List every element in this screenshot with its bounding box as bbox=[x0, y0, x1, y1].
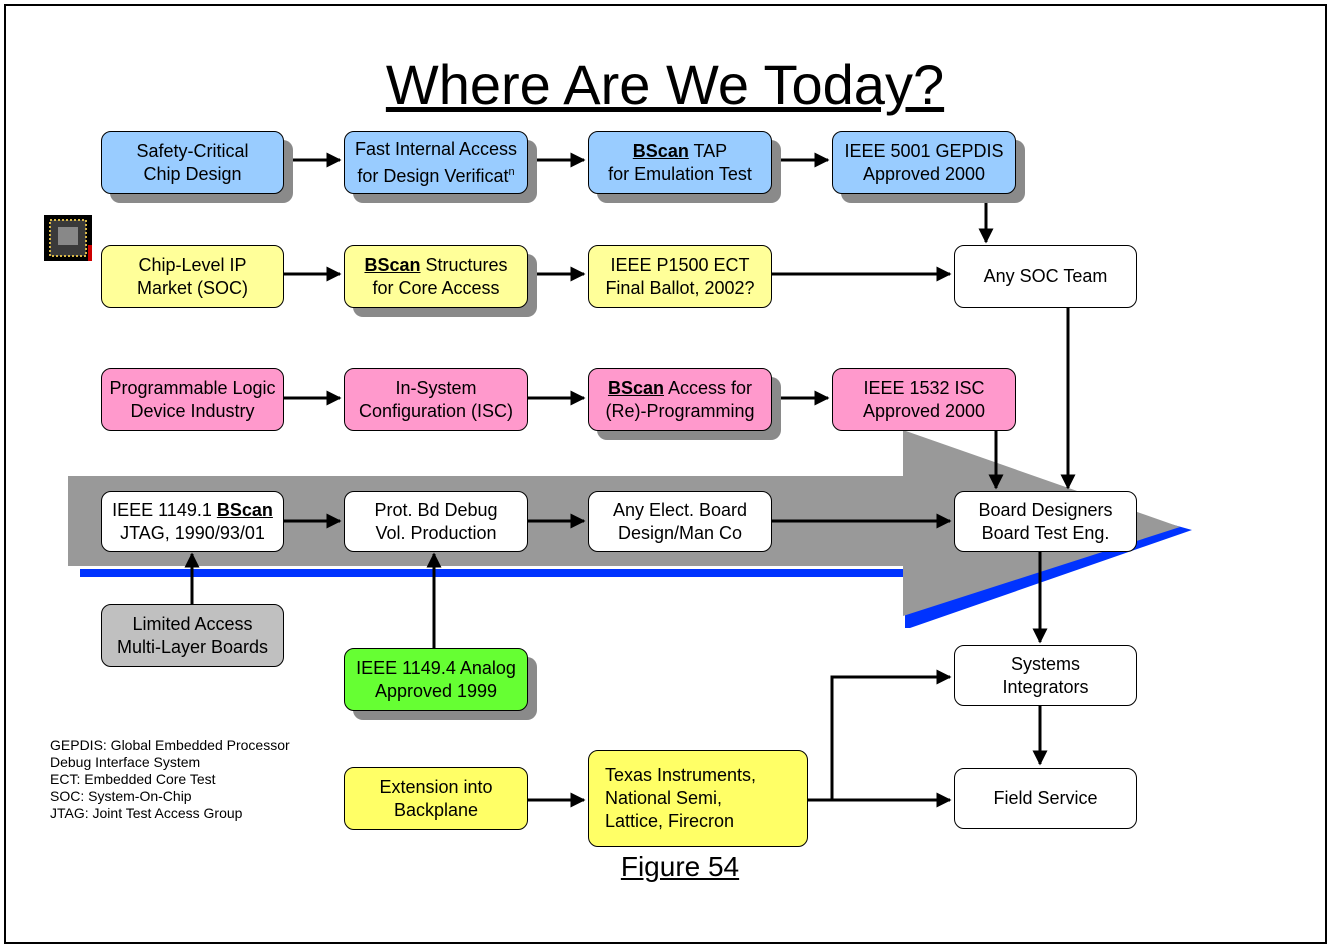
box-line: IEEE 1149.4 Analog bbox=[356, 657, 516, 678]
box-bscan-access: BScan Access for (Re)-Programming bbox=[588, 368, 772, 431]
box-line: Backplane bbox=[393, 799, 479, 820]
chip-icon bbox=[44, 215, 92, 261]
box-line: (Re)-Programming bbox=[605, 400, 755, 421]
box-ieee-5001: IEEE 5001 GEPDIS Approved 2000 bbox=[832, 131, 1016, 194]
slide-title: Where Are We Today? bbox=[385, 53, 945, 116]
box-line: Approved 1999 bbox=[374, 680, 498, 701]
box-systems-integrators: Systems Integrators bbox=[954, 645, 1137, 706]
box-vendors: Texas Instruments, National Semi, Lattic… bbox=[588, 750, 808, 847]
box-line: Final Ballot, 2002? bbox=[605, 277, 755, 298]
box-line: Board Test Eng. bbox=[981, 522, 1110, 543]
box-line: Systems bbox=[1010, 653, 1080, 674]
box-line: for Emulation Test bbox=[608, 163, 752, 184]
bscan-label: BScan bbox=[632, 140, 689, 161]
superscript: n bbox=[508, 165, 515, 178]
legend-line: Debug Interface System bbox=[50, 754, 201, 770]
box-line: Market (SOC) bbox=[136, 277, 248, 298]
legend-line: ECT: Embedded Core Test bbox=[50, 771, 216, 787]
bscan-label: BScan bbox=[216, 499, 273, 520]
box-line: Vol. Production bbox=[375, 522, 497, 543]
box-in-system-config: In-System Configuration (ISC) bbox=[344, 368, 528, 431]
box-line: IEEE P1500 ECT bbox=[610, 254, 750, 275]
box-prot-bd-debug: Prot. Bd Debug Vol. Production bbox=[344, 491, 528, 552]
box-line: Programmable Logic bbox=[109, 377, 276, 398]
box-line: Texas Instruments, bbox=[605, 765, 757, 785]
bscan-label: BScan bbox=[607, 377, 664, 398]
box-bscan-tap: BScan TAP for Emulation Test bbox=[588, 131, 772, 194]
box-line: Integrators bbox=[1002, 676, 1089, 697]
box-line: Lattice, Firecron bbox=[605, 811, 735, 831]
box-line: BScan Structures bbox=[364, 254, 507, 277]
box-line: for Design Verificatn bbox=[357, 161, 514, 188]
box-line: National Semi, bbox=[605, 788, 723, 808]
box-board-designers: Board Designers Board Test Eng. bbox=[954, 491, 1137, 552]
box-line: Multi-Layer Boards bbox=[116, 636, 269, 657]
box-ieee-1149-4: IEEE 1149.4 Analog Approved 1999 bbox=[344, 648, 528, 711]
box-line: Safety-Critical bbox=[136, 140, 249, 161]
box-ieee-p1500: IEEE P1500 ECT Final Ballot, 2002? bbox=[588, 245, 772, 308]
box-line: In-System bbox=[395, 377, 477, 398]
box-line: Board Designers bbox=[978, 499, 1113, 520]
legend-line: SOC: System-On-Chip bbox=[50, 788, 192, 804]
box-programmable-logic: Programmable Logic Device Industry bbox=[101, 368, 284, 431]
box-any-elect-board: Any Elect. Board Design/Man Co bbox=[588, 491, 772, 552]
box-fast-internal-access: Fast Internal Access for Design Verifica… bbox=[344, 131, 528, 194]
box-text: for Design Verificat bbox=[357, 165, 509, 186]
box-line: Device Industry bbox=[130, 400, 255, 421]
box-ieee-1532: IEEE 1532 ISC Approved 2000 bbox=[832, 368, 1016, 431]
bscan-label: BScan bbox=[364, 254, 421, 275]
box-line: for Core Access bbox=[372, 277, 500, 298]
box-limited-access: Limited Access Multi-Layer Boards bbox=[101, 604, 284, 667]
box-extension-backplane: Extension into Backplane bbox=[344, 767, 528, 830]
box-safety-critical: Safety-Critical Chip Design bbox=[101, 131, 284, 194]
box-line: IEEE 5001 GEPDIS bbox=[844, 140, 1004, 161]
box-line: Limited Access bbox=[132, 613, 253, 634]
box-line: Design/Man Co bbox=[617, 522, 743, 543]
legend-line: GEPDIS: Global Embedded Processor bbox=[50, 737, 290, 753]
legend-line: JTAG: Joint Test Access Group bbox=[50, 805, 243, 821]
box-line: BScan Access for bbox=[608, 377, 752, 400]
box-ieee-1149-1: IEEE 1149.1 BScan JTAG, 1990/93/01 bbox=[101, 491, 284, 552]
box-bscan-structures: BScan Structures for Core Access bbox=[344, 245, 528, 308]
box-text: TAP bbox=[688, 140, 728, 161]
box-line: IEEE 1149.1 BScan bbox=[112, 499, 273, 522]
box-line: Extension into bbox=[379, 776, 493, 797]
box-line: BScan TAP bbox=[633, 140, 727, 163]
box-line: Any Elect. Board bbox=[612, 499, 748, 520]
box-line: Configuration (ISC) bbox=[358, 400, 514, 421]
box-line: Approved 2000 bbox=[862, 163, 986, 184]
box-line: Field Service bbox=[993, 788, 1098, 808]
box-text: Access for bbox=[664, 377, 753, 398]
figure-caption: Figure 54 bbox=[620, 851, 740, 882]
box-chip-level-ip: Chip-Level IP Market (SOC) bbox=[101, 245, 284, 308]
box-field-service: Field Service bbox=[954, 768, 1137, 829]
box-line: Prot. Bd Debug bbox=[374, 499, 498, 520]
box-text: Structures bbox=[420, 254, 508, 275]
box-any-soc-team: Any SOC Team bbox=[954, 245, 1137, 308]
box-line: Chip-Level IP bbox=[138, 254, 247, 275]
box-line: Any SOC Team bbox=[983, 266, 1108, 286]
box-line: Fast Internal Access bbox=[354, 138, 518, 159]
box-line: Chip Design bbox=[143, 163, 242, 184]
box-text: IEEE 1149.1 bbox=[112, 499, 217, 520]
acronym-legend: GEPDIS: Global Embedded Processor Debug … bbox=[50, 737, 290, 822]
box-line: IEEE 1532 ISC bbox=[863, 377, 985, 398]
box-line: JTAG, 1990/93/01 bbox=[120, 522, 265, 543]
box-line: Approved 2000 bbox=[862, 400, 986, 421]
